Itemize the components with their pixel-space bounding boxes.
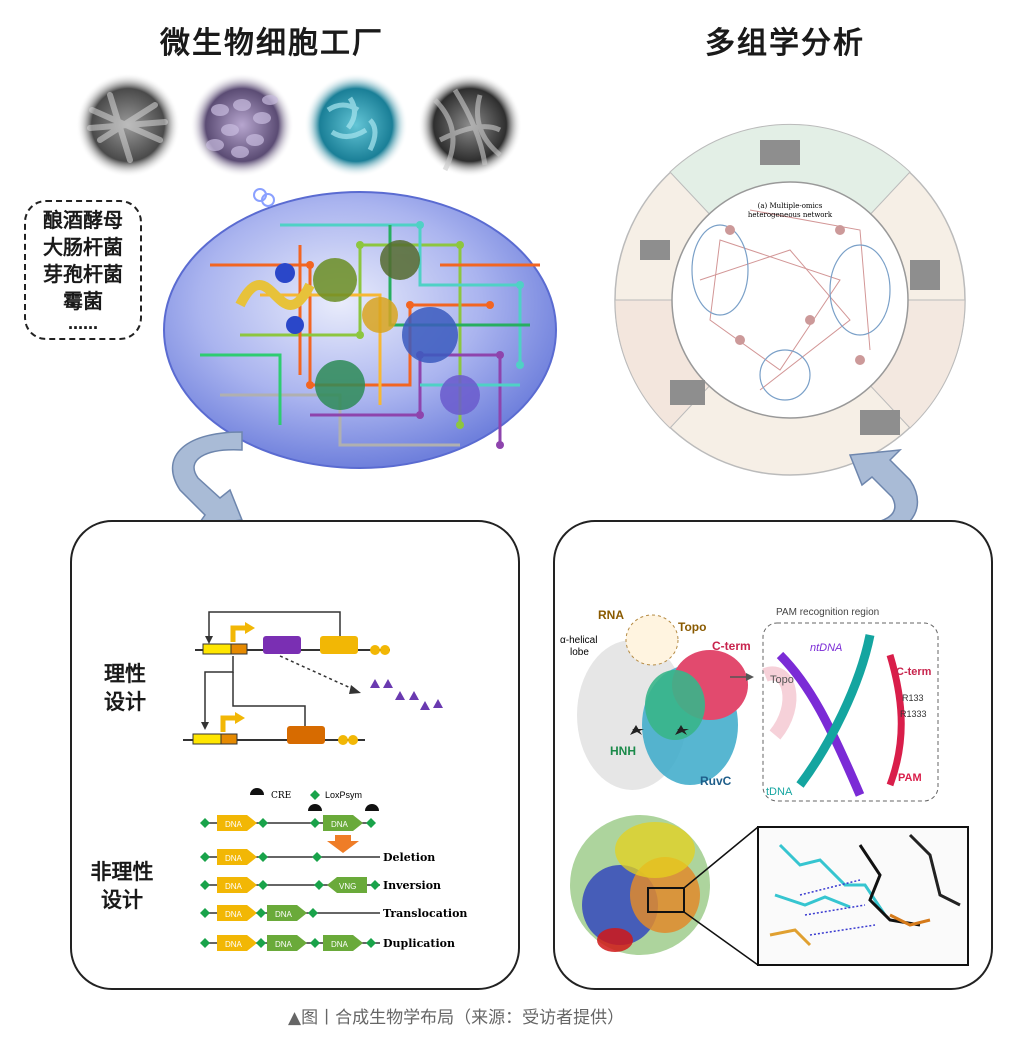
rational-design-label: 理性 设计	[104, 662, 146, 714]
microscopy-bacillus-image	[304, 73, 408, 177]
omics-inner-network	[671, 181, 909, 419]
label-topo: Topo	[678, 620, 706, 634]
multi-omics-diagram: (a) Multiple-omics heterogeneous network	[614, 123, 966, 476]
svg-text:DNA: DNA	[225, 854, 243, 863]
cell-factory-illustration	[163, 188, 557, 469]
label-cterm-inset: C-term	[896, 666, 932, 678]
duplication-label: Duplication	[383, 937, 455, 950]
svg-text:DNA: DNA	[331, 940, 349, 949]
title-multi-omics: 多组学分析	[705, 26, 865, 61]
label-alpha-helical: α-helical	[560, 635, 597, 646]
label-tdna: tDNA	[766, 786, 793, 798]
irrational-design-label: 非理性 设计	[90, 860, 154, 912]
gene-yellow	[320, 636, 358, 654]
organism-ecoli: 大肠杆菌	[43, 235, 123, 259]
svg-text:DNA: DNA	[225, 820, 243, 829]
dna-helix	[235, 280, 315, 310]
svg-text:DNA: DNA	[225, 940, 243, 949]
microscopy-ecoli-image	[76, 73, 180, 177]
label-hnh: HNH	[610, 744, 636, 758]
gene-orange	[287, 726, 325, 744]
enzyme-cartoon	[570, 815, 759, 966]
organism-bacillus: 芽孢杆菌	[43, 262, 123, 286]
legend: CRE LoxPsym	[250, 788, 362, 801]
cas9-structure	[577, 614, 748, 790]
organism-list: 酿酒酵母 大肠杆菌 芽孢杆菌 霉菌 ……	[24, 200, 142, 340]
svg-text:DNA: DNA	[275, 940, 293, 949]
organism-mold: 霉菌	[63, 289, 103, 313]
svg-text:DNA: DNA	[225, 882, 243, 891]
label-ntdna: ntDNA	[810, 642, 842, 654]
translocation-label: Translocation	[383, 907, 467, 920]
svg-text:DNA: DNA	[225, 910, 243, 919]
curved-arrow-left	[171, 431, 244, 526]
vng-label: VNG	[339, 882, 356, 891]
svg-text:DNA: DNA	[275, 910, 293, 919]
figure-caption: ▲图丨合成生物学布局（来源：受访者提供）	[288, 1008, 625, 1028]
legend-lox-label: LoxPsym	[325, 790, 362, 800]
label-r133: R133	[902, 693, 924, 703]
microscopy-images	[76, 73, 522, 177]
microscopy-mold-image	[418, 73, 522, 177]
omics-center-label-1: (a) Multiple-omics	[758, 202, 823, 210]
protein-structure-figure: RNA Topo α-helical lobe C-term HNH RuvC …	[560, 607, 969, 966]
svg-text:DNA: DNA	[331, 820, 349, 829]
label-pam-region: PAM recognition region	[776, 607, 879, 618]
label-rna: RNA	[598, 608, 624, 622]
label-pam: PAM	[898, 772, 922, 784]
label-cterm: C-term	[712, 639, 751, 653]
label-topo-inset: Topo	[770, 674, 794, 686]
microscopy-yeast-image	[190, 73, 294, 177]
deletion-label: Deletion	[383, 851, 435, 864]
organism-ellipsis: ……	[68, 315, 98, 333]
recombination-diagram: CRE LoxPsym DNA DNA DNA Deletion DNA VNG…	[200, 788, 467, 951]
gene-purple	[263, 636, 301, 654]
inversion-label: Inversion	[383, 879, 441, 892]
label-ruvc: RuvC	[700, 774, 732, 788]
label-lobe: lobe	[570, 647, 589, 658]
legend-cre-label: CRE	[271, 791, 291, 801]
protein-clusters	[313, 240, 480, 415]
organism-yeast: 酿酒酵母	[43, 208, 123, 232]
protein-blob	[275, 263, 295, 283]
rational-circuit-diagram	[183, 611, 443, 745]
label-r1333: R1333	[900, 709, 927, 719]
omics-center-label-2: heterogeneous network	[748, 211, 833, 219]
title-microbial-cell-factory: 微生物细胞工厂	[160, 26, 384, 61]
